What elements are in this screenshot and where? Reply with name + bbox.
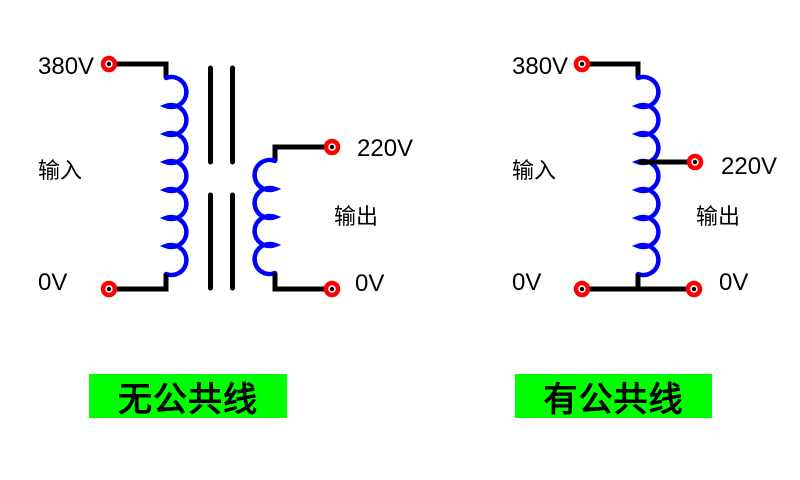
right-input-top-wire [582, 61, 641, 78]
left-input-bottom-voltage-label: 0V [38, 269, 68, 296]
left-secondary-coil [252, 157, 282, 277]
left-secondary-top-wire [272, 144, 332, 161]
left-caption-badge: 无公共线 [89, 374, 287, 419]
left-output-label: 输出 [334, 204, 379, 229]
terminal-right-380v [573, 55, 591, 73]
left-primary-top-wire [117, 61, 169, 78]
terminal-left-0v-output [323, 280, 341, 298]
left-circuit [100, 55, 341, 298]
terminal-left-220v [323, 138, 341, 156]
terminal-right-220v-tap [686, 153, 704, 171]
left-output-top-voltage-label: 220V [357, 135, 414, 162]
left-secondary-bottom-wire [272, 273, 332, 292]
right-tap-voltage-label: 220V [721, 153, 778, 180]
terminal-right-0v-input [573, 280, 591, 298]
right-output-bottom-voltage-label: 0V [719, 269, 749, 296]
right-input-bottom-voltage-label: 0V [512, 269, 542, 296]
right-caption-badge: 有公共线 [515, 374, 712, 419]
right-input-top-voltage-label: 380V [512, 53, 569, 80]
terminal-right-0v-output [685, 280, 703, 298]
transformer-core [208, 65, 235, 291]
left-primary-coil [159, 74, 189, 278]
left-primary-bottom-wire [117, 274, 169, 292]
left-output-bottom-voltage-label: 0V [355, 270, 385, 297]
left-input-label: 输入 [38, 158, 83, 183]
right-input-label: 输入 [512, 158, 557, 183]
terminal-left-0v-input [100, 280, 118, 298]
left-input-top-voltage-label: 380V [38, 53, 95, 80]
right-circuit [573, 55, 704, 298]
right-output-label: 输出 [696, 204, 741, 229]
terminal-left-380v [100, 55, 118, 73]
right-coil [631, 74, 661, 278]
